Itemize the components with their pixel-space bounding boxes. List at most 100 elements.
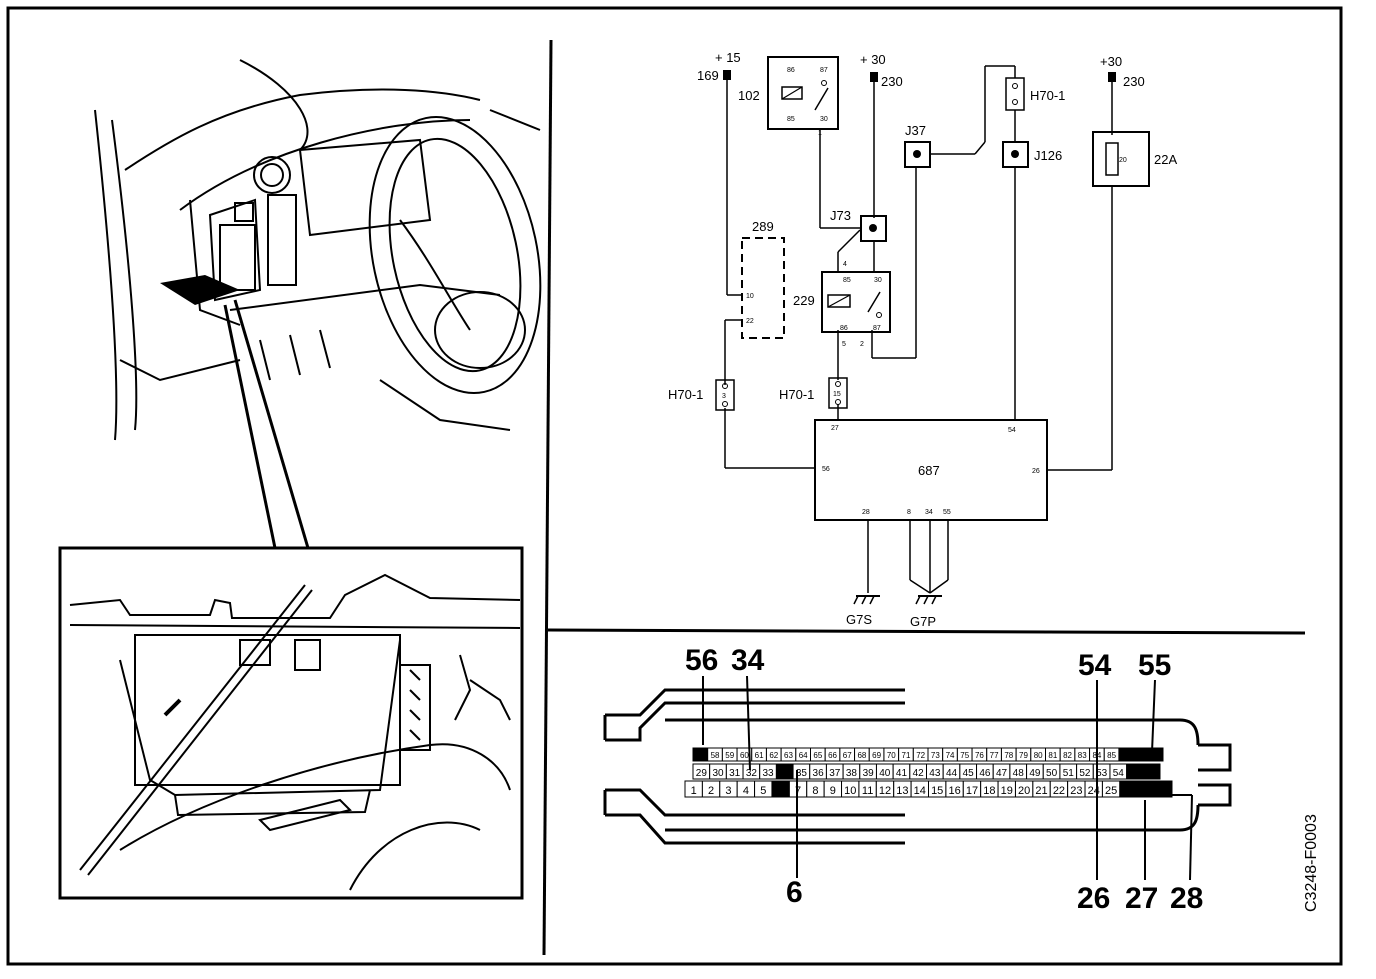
pin-label: 64: [799, 751, 808, 760]
callout-56: 56: [685, 644, 718, 677]
relay-102-pin-85: 85: [787, 116, 795, 123]
pin-label: 22: [1053, 785, 1065, 797]
relay-102-pin-30: 30: [820, 116, 828, 123]
pin-label: 71: [902, 751, 911, 760]
relay-229-pin-87: 87: [873, 325, 881, 332]
pin-label: 26: [1122, 785, 1134, 797]
pin-label: 16: [948, 785, 960, 797]
ecu-687: 687 27 54 56 26 28 8 34 55: [814, 419, 1048, 521]
pin-label: 40: [879, 768, 891, 779]
module-289: 289 10 22: [741, 219, 785, 339]
fuse-22a-label: 22A: [1154, 152, 1177, 167]
pin-label: 46: [979, 768, 991, 779]
pin-label: 30: [712, 768, 724, 779]
pin-label: 18: [983, 785, 995, 797]
pin-label: 10: [844, 785, 856, 797]
pin-label: 20: [1018, 785, 1030, 797]
dashboard-illustration: [94, 59, 542, 441]
callout-6: 6: [786, 876, 803, 909]
pin-label: 14: [914, 785, 926, 797]
callout-34: 34: [731, 644, 765, 677]
pin-label: 8: [812, 785, 818, 797]
pin-label: 42: [913, 768, 925, 779]
pin-label: 35: [796, 768, 808, 779]
supply-15-label: + 15: [715, 50, 741, 65]
connector-j37: J37: [904, 123, 931, 168]
pin-label: 52: [1079, 768, 1091, 779]
pin-label: 15: [931, 785, 943, 797]
pin-label: 44: [946, 768, 958, 779]
pin-label: 1: [691, 785, 697, 797]
pin-cell-56: [1142, 763, 1161, 780]
fuse-22a: 20 22A: [1092, 131, 1177, 187]
pin-label: 86: [1122, 751, 1131, 760]
relay-229-pin-85: 85: [843, 277, 851, 284]
pin-label: 75: [960, 751, 969, 760]
pin-label: 11: [862, 785, 873, 797]
connector-h70-left-pin: 3: [722, 393, 726, 400]
ecu-pin-26: 26: [1032, 468, 1040, 475]
relay-102-pin-86: 86: [787, 67, 795, 74]
ecu-pin-8: 8: [907, 509, 911, 516]
pin-label: 49: [1029, 768, 1041, 779]
pin-label: 53: [1096, 768, 1108, 779]
pin-label: 39: [863, 768, 875, 779]
connector-h70-top-label: H70-1: [1030, 88, 1065, 103]
pin-label: 38: [846, 768, 858, 779]
relay-229-pin-5: 5: [842, 341, 846, 348]
pin-label: 23: [1070, 785, 1082, 797]
relay-229-pin-30: 30: [874, 277, 882, 284]
inset-pointer-a: [79, 584, 306, 871]
pin-label: 55: [1129, 768, 1141, 779]
pin-label: 70: [887, 751, 896, 760]
module-location-highlight: [160, 275, 240, 305]
pin-label: 19: [1001, 785, 1013, 797]
node-230a-label: 230: [881, 74, 903, 89]
pin-label: 50: [1046, 768, 1058, 779]
pin-label: 41: [896, 768, 908, 779]
pin-label: 78: [1004, 751, 1013, 760]
pin-label: 47: [996, 768, 1008, 779]
pin-label: 32: [746, 768, 758, 779]
pin-label: 61: [755, 751, 764, 760]
pin-label: 72: [916, 751, 925, 760]
pin-label: 27: [1140, 785, 1152, 797]
supply-30b-label: +30: [1100, 54, 1122, 69]
pin-label: 28: [1157, 785, 1169, 797]
module-289-label: 289: [752, 219, 774, 234]
pin-label: 83: [1078, 751, 1087, 760]
fuse-value-label: 20: [1119, 157, 1127, 164]
relay-229-pin-4: 4: [843, 261, 847, 268]
pin-label: 77: [990, 751, 999, 760]
relay-102-pin-1: 1: [818, 130, 822, 137]
ecu-pin-55: 55: [943, 509, 951, 516]
pin-label: 45: [963, 768, 975, 779]
ecu-pin-56: 56: [822, 466, 830, 473]
callout-27: 27: [1125, 882, 1158, 915]
ecu-pin-28: 28: [862, 509, 870, 516]
pin-label: 25: [1105, 785, 1117, 797]
inset-frame: [58, 546, 524, 900]
connector-h70-mid-pin: 15: [833, 391, 841, 398]
relay-102: 102 86 87 85 30 1: [738, 56, 839, 137]
inset-tool-tip: [163, 698, 182, 717]
relay-102-label: 102: [738, 88, 760, 103]
connector-h70-top: H70-1: [1005, 77, 1065, 111]
supply-marker-15: [723, 70, 731, 80]
pin-label: 13: [896, 785, 908, 797]
callout-28: 28: [1170, 882, 1203, 915]
pin-label: 9: [830, 785, 836, 797]
pin-label: 51: [1063, 768, 1075, 779]
pin-cell-28: [1154, 780, 1173, 798]
connector-h70-left-label: H70-1: [668, 387, 703, 402]
pin-label: 82: [1063, 751, 1072, 760]
pin-label: 3: [725, 785, 731, 797]
node-169-label: 169: [697, 68, 719, 83]
pin-label: 87: [1137, 751, 1146, 760]
pin-label: 65: [813, 751, 822, 760]
pin-label: 63: [784, 751, 793, 760]
callout-26: 26: [1077, 882, 1110, 915]
pin-label: 37: [829, 768, 841, 779]
